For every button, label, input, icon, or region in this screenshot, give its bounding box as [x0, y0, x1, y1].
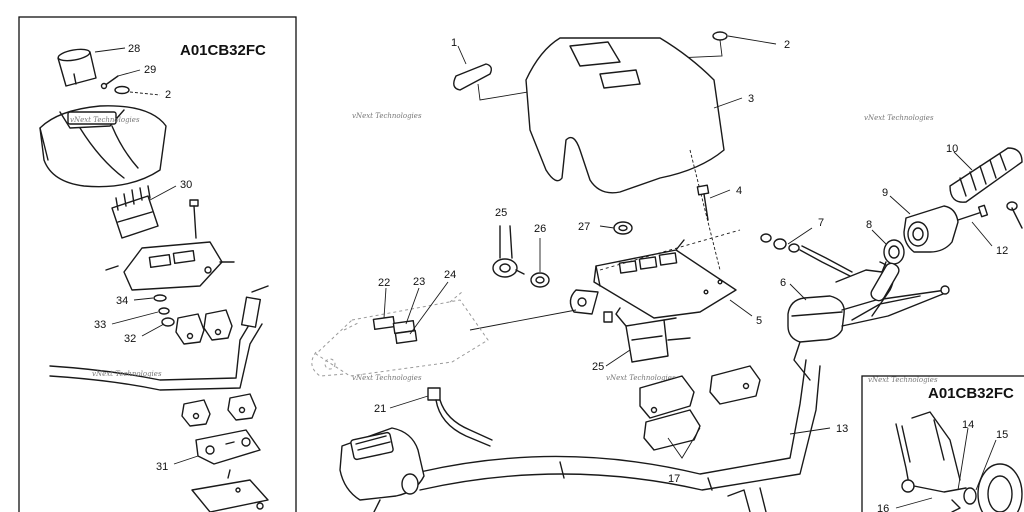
- callout-10: 10: [946, 143, 958, 155]
- handlebar-left-panel: [49, 285, 269, 391]
- callout-12: 12: [996, 245, 1008, 257]
- part-13-handlebar: [419, 359, 821, 491]
- callout-26: 26: [534, 223, 546, 235]
- clamp-blocks-upper-left: [175, 309, 233, 345]
- part-26-bezel: [530, 272, 550, 288]
- watermark-left-1: vNext Technologies: [70, 116, 140, 124]
- part-2-plug-left: [114, 85, 130, 95]
- inset-brake-assembly: [895, 411, 1023, 512]
- brake-hose: [793, 341, 811, 381]
- callout-27: 27: [578, 221, 590, 233]
- part-7-throttle-cable: [760, 233, 887, 283]
- part-1-indicator-lens: [453, 63, 493, 91]
- left-control-housing: [339, 427, 425, 512]
- lower-clamp-right: [727, 487, 767, 512]
- callout-2-left: 2: [165, 89, 171, 101]
- switch-panel-ghost: [311, 291, 489, 377]
- part-8-bushing: [883, 239, 905, 265]
- part-34-washer: [153, 294, 167, 302]
- callout-33: 33: [94, 319, 106, 331]
- callout-14: 14: [962, 419, 974, 431]
- callout-30: 30: [180, 179, 192, 191]
- callout-28: 28: [128, 43, 140, 55]
- bottom-plate-left: [191, 469, 269, 512]
- handlebar-right-tube: [870, 262, 900, 302]
- part-32-nut: [161, 317, 175, 327]
- bracket-plate-left: [105, 241, 235, 291]
- part-31-clamp-base: [195, 429, 261, 465]
- callout-17: 17: [668, 473, 680, 485]
- callout-8: 8: [866, 219, 872, 231]
- callout-2-top: 2: [784, 39, 790, 51]
- part-30-switch: [111, 185, 159, 239]
- part-2-plug-top: [712, 31, 728, 41]
- callout-25-top: 25: [495, 207, 507, 219]
- callout-16: 16: [877, 503, 889, 512]
- callout-1: 1: [451, 37, 457, 49]
- left-panel-code: A01CB32FC: [180, 42, 266, 59]
- callout-4: 4: [736, 185, 742, 197]
- callout-5: 5: [756, 315, 762, 327]
- clamp-blocks-lower-left: [181, 393, 257, 427]
- callout-3: 3: [748, 93, 754, 105]
- callout-13: 13: [836, 423, 848, 435]
- bolt-left: [189, 199, 199, 239]
- part-5-main-bracket: [569, 239, 737, 319]
- end-cap-right: [1006, 201, 1023, 229]
- callout-15: 15: [996, 429, 1008, 441]
- callout-23: 23: [413, 276, 425, 288]
- callout-6: 6: [780, 277, 786, 289]
- part-29-screw: [100, 75, 119, 90]
- watermark-main-3: vNext Technologies: [864, 114, 934, 122]
- callout-31: 31: [156, 461, 168, 473]
- part-3-handlebar-cover: [525, 37, 725, 194]
- inset-panel-code: A01CB32FC: [928, 385, 1014, 402]
- callout-29: 29: [144, 64, 156, 76]
- part-4-bolt: [696, 184, 710, 221]
- callout-7: 7: [818, 217, 824, 229]
- part-25-key-switch-lower: [603, 307, 691, 363]
- part-10-hand-grip: [949, 147, 1023, 203]
- part-21-connector: [427, 387, 493, 447]
- left-panel-frame: [18, 16, 297, 512]
- part-28-cap: [57, 48, 97, 87]
- watermark-inset: vNext Technologies: [868, 376, 938, 384]
- watermark-main-1: vNext Technologies: [352, 112, 422, 120]
- callout-21: 21: [374, 403, 386, 415]
- part-9-throttle-housing: [903, 205, 959, 253]
- callout-24: 24: [444, 269, 456, 281]
- part-27-nut: [613, 221, 633, 235]
- watermark-main-4: vNext Technologies: [352, 374, 422, 382]
- watermark-main-5: vNext Technologies: [606, 374, 676, 382]
- part-6-master-cylinder: [787, 285, 950, 343]
- part-17-clamp-blocks: [639, 365, 761, 451]
- part-12-screw: [957, 204, 989, 221]
- callout-22: 22: [378, 277, 390, 289]
- callout-34: 34: [116, 295, 128, 307]
- callout-9: 9: [882, 187, 888, 199]
- callout-25-lower: 25: [592, 361, 604, 373]
- part-33-washer: [158, 307, 170, 315]
- watermark-left-2: vNext Technologies: [92, 370, 162, 378]
- callout-32: 32: [124, 333, 136, 345]
- headlight-cover: [39, 105, 167, 188]
- part-25-key-switch-top: [492, 225, 525, 278]
